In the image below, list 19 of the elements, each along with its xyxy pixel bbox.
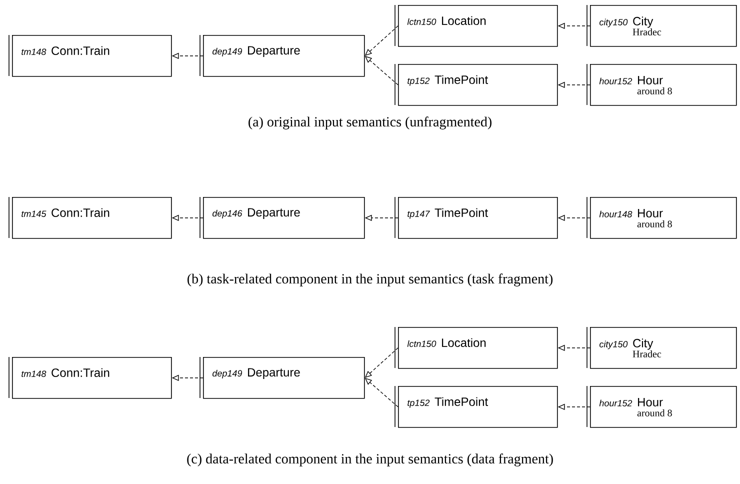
concept-box: tp147 TimePoint	[394, 196, 558, 239]
caption: (a) original input semantics (unfragmented)	[248, 116, 492, 130]
concept-box: dep149 Departure	[200, 34, 365, 77]
concept-box: hour148 Hour around 8	[586, 196, 737, 239]
concept-box: tp152 TimePoint	[394, 386, 558, 428]
concept-box: tp152 TimePoint	[394, 64, 558, 106]
concept-box: hour152 Hour around 8	[586, 386, 737, 428]
concept-box: tm145 Conn:Train	[8, 196, 172, 239]
concept-box: dep146 Departure	[200, 196, 365, 239]
concept-box: dep149 Departure	[200, 356, 365, 399]
concept-box: city150 City Hradec	[586, 326, 737, 369]
concept-box: city150 City Hradec	[586, 4, 737, 47]
caption: (b) task-related component in the input semantics (task fragment)	[188, 274, 553, 286]
caption: (c) data-related component in the input semantics (data fragment)	[187, 454, 553, 466]
concept-box: tm148 Conn:Train	[8, 34, 172, 77]
concept-box: lctn150 Location	[394, 326, 558, 369]
concept-box: hour152 Hour around 8	[586, 64, 737, 106]
concept-box: lctn150 Location	[394, 4, 558, 47]
concept-box: tm148 Conn:Train	[8, 356, 172, 399]
